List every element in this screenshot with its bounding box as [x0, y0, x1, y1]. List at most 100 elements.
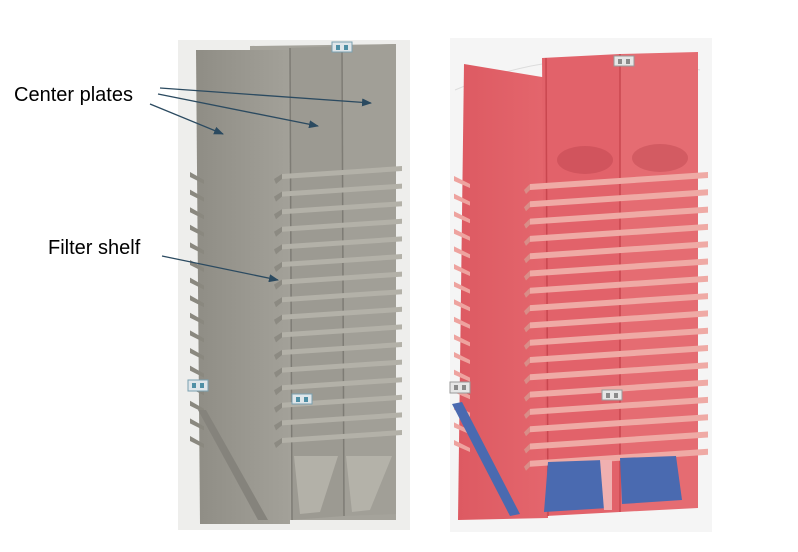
annotations: Center plates Filter shelf — [14, 84, 372, 283]
gray-filter-shelf — [282, 254, 402, 267]
red-hopper-2 — [620, 456, 682, 504]
red-side-fin — [454, 176, 470, 188]
gray-filter-shelf-edge — [274, 438, 282, 448]
red-hopper-3-light — [600, 460, 612, 510]
red-filter-shelf — [530, 414, 708, 433]
red-filter-shelf-edge — [524, 408, 530, 419]
gray-filter-shelf — [282, 342, 402, 355]
red-filter-shelf-edge — [524, 253, 530, 264]
gray-filter-shelf — [282, 289, 402, 303]
red-hopper-1 — [544, 460, 608, 512]
gray-bottom-brace — [198, 410, 268, 520]
gray-side-fin — [190, 312, 204, 325]
red-filter-shelf — [530, 189, 708, 208]
red-filter-shelf — [530, 310, 708, 329]
red-side-fin — [454, 281, 470, 294]
gray-side-fin — [190, 277, 204, 290]
filter-shelf-label: Filter shelf — [48, 237, 141, 259]
gray-filter-shelf — [282, 412, 402, 426]
gray-side-fins — [190, 172, 204, 448]
gray-side-fin — [190, 400, 204, 413]
gray-filter-shelf — [282, 394, 402, 408]
red-side-fin — [454, 316, 470, 329]
red-filter-shelf — [530, 293, 708, 312]
red-filter-shelf — [530, 241, 708, 260]
red-filter-shelf — [530, 275, 708, 294]
gray-filter-shelf-edge — [274, 297, 282, 308]
red-filter-shelf-edge — [524, 339, 530, 350]
gray-hopper-1 — [294, 456, 338, 514]
gray-filter-shelf-edge — [274, 350, 282, 360]
gray-filter-shelf — [282, 359, 402, 373]
center-plates-label: Center plates — [14, 84, 133, 106]
gray-side-fin — [190, 242, 204, 255]
gray-filter-shelf — [282, 377, 402, 391]
gray-filter-shelf — [282, 306, 402, 320]
gray-filter-shelf-edge — [274, 279, 282, 290]
gray-connector-top — [331, 41, 353, 53]
red-side-fin — [454, 246, 470, 259]
gray-filter-shelf — [282, 324, 402, 338]
red-filter-shelf — [530, 327, 708, 346]
red-side-fin — [454, 440, 470, 452]
red-filter-shelf-edge — [524, 374, 530, 385]
center-plates-leader-2 — [157, 93, 319, 129]
red-filter-shelf — [530, 362, 708, 381]
gray-side-fin — [190, 418, 204, 431]
gray-filter-shelves — [274, 166, 402, 448]
red-connector-middle — [601, 389, 623, 401]
gray-filter-shelf-edge — [274, 262, 282, 272]
red-filter-shelf-edge — [524, 460, 530, 471]
red-shadow-2 — [632, 144, 688, 172]
red-side-plate — [458, 64, 548, 520]
gray-connector-left — [187, 379, 209, 392]
red-side-fin — [454, 211, 470, 224]
red-side-fin — [454, 352, 470, 364]
red-connector-top — [613, 55, 635, 67]
gray-filter-shelf-edge — [274, 385, 282, 396]
red-filter-shelf-edge — [524, 270, 530, 281]
gray-filter-shelf — [282, 183, 402, 197]
gray-side-plate — [196, 50, 290, 524]
gray-filter-shelf — [282, 236, 402, 250]
red-filter-shelf — [530, 223, 708, 242]
gray-filter-shelf-edge — [274, 226, 282, 237]
red-filter-shelf — [530, 396, 708, 415]
red-filter-shelf — [530, 431, 708, 450]
red-filter-shelf — [530, 206, 708, 225]
red-filter-shelves — [524, 172, 708, 471]
red-connector-left — [449, 381, 471, 394]
red-side-fin — [454, 264, 470, 276]
red-filter-shelf — [530, 379, 708, 398]
center-plates-leader-1 — [159, 87, 372, 107]
gray-side-fin — [190, 295, 204, 308]
red-side-fin — [454, 422, 470, 435]
red-filter-shelf-edge — [524, 391, 530, 402]
gray-filter-shelf-edge — [274, 332, 282, 343]
gray-render-panel — [178, 40, 410, 530]
gray-filter-shelf — [282, 430, 402, 443]
gray-filter-shelf — [282, 271, 402, 285]
gray-filter-shelf-edge — [274, 244, 282, 255]
red-side-fin — [454, 228, 470, 241]
red-side-fin — [454, 193, 470, 206]
gray-side-fin — [190, 330, 204, 343]
red-filter-shelf — [530, 345, 708, 363]
red-filter-shelf-edge — [524, 357, 530, 367]
red-bottom-brace — [452, 402, 520, 516]
gray-side-fin — [190, 436, 204, 448]
gray-filter-shelf-edge — [274, 174, 282, 184]
gray-filter-shelf-edge — [274, 367, 282, 378]
gray-side-fin — [190, 189, 204, 202]
gray-side-fin — [190, 207, 204, 220]
red-filter-shelf-edge — [524, 218, 530, 229]
gray-filter-shelf-edge — [274, 402, 282, 413]
gray-side-fin — [190, 365, 204, 378]
red-render-panel — [449, 38, 712, 532]
red-filter-shelf-edge — [524, 184, 530, 194]
center-plates-leader-3 — [149, 103, 224, 135]
gray-filter-shelf-edge — [274, 209, 282, 220]
gray-filter-shelf — [282, 201, 402, 215]
gray-side-fin — [190, 224, 204, 237]
